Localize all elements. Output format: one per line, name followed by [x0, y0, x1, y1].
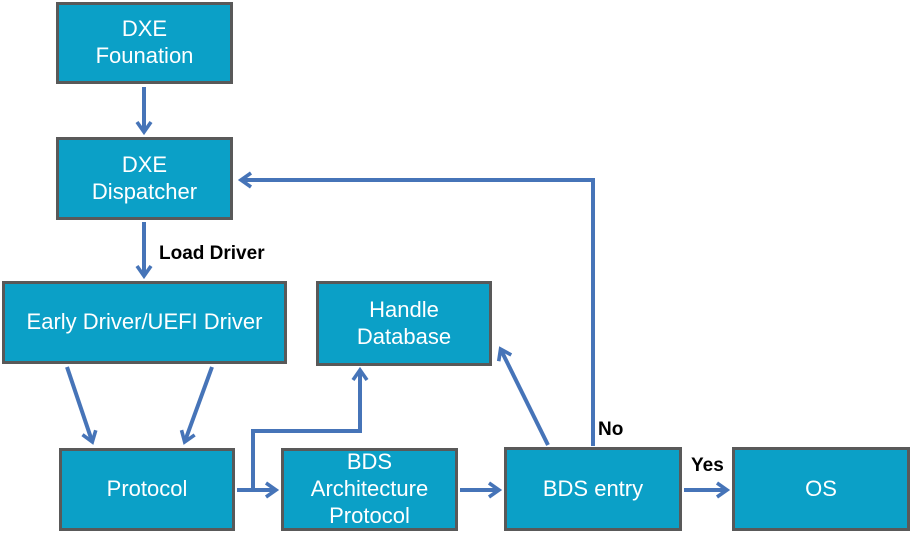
arrow-early-driver-to-protocol-right — [179, 366, 214, 445]
node-handle-database: Handle Database — [316, 281, 492, 366]
node-protocol: Protocol — [59, 448, 235, 531]
arrow-protocol-to-handle-database — [251, 366, 369, 491]
arrow-early-driver-to-protocol-left — [65, 366, 98, 445]
node-bds-architecture-protocol: BDS Architecture Protocol — [281, 448, 458, 531]
edge-label-load-driver: Load Driver — [159, 243, 265, 264]
node-dxe-dispatcher: DXE Dispatcher — [56, 137, 233, 220]
node-bds-entry: BDS entry — [504, 447, 682, 531]
node-dxe-foundation: DXE Founation — [56, 2, 233, 84]
arrow-bds-entry-no-to-dispatcher — [237, 171, 595, 446]
node-os: OS — [732, 447, 910, 531]
edge-label-yes: Yes — [691, 455, 724, 476]
arrow-bds-entry-to-handle-database — [496, 346, 550, 446]
node-early-driver: Early Driver/UEFI Driver — [2, 281, 287, 364]
edge-label-no: No — [598, 419, 624, 440]
